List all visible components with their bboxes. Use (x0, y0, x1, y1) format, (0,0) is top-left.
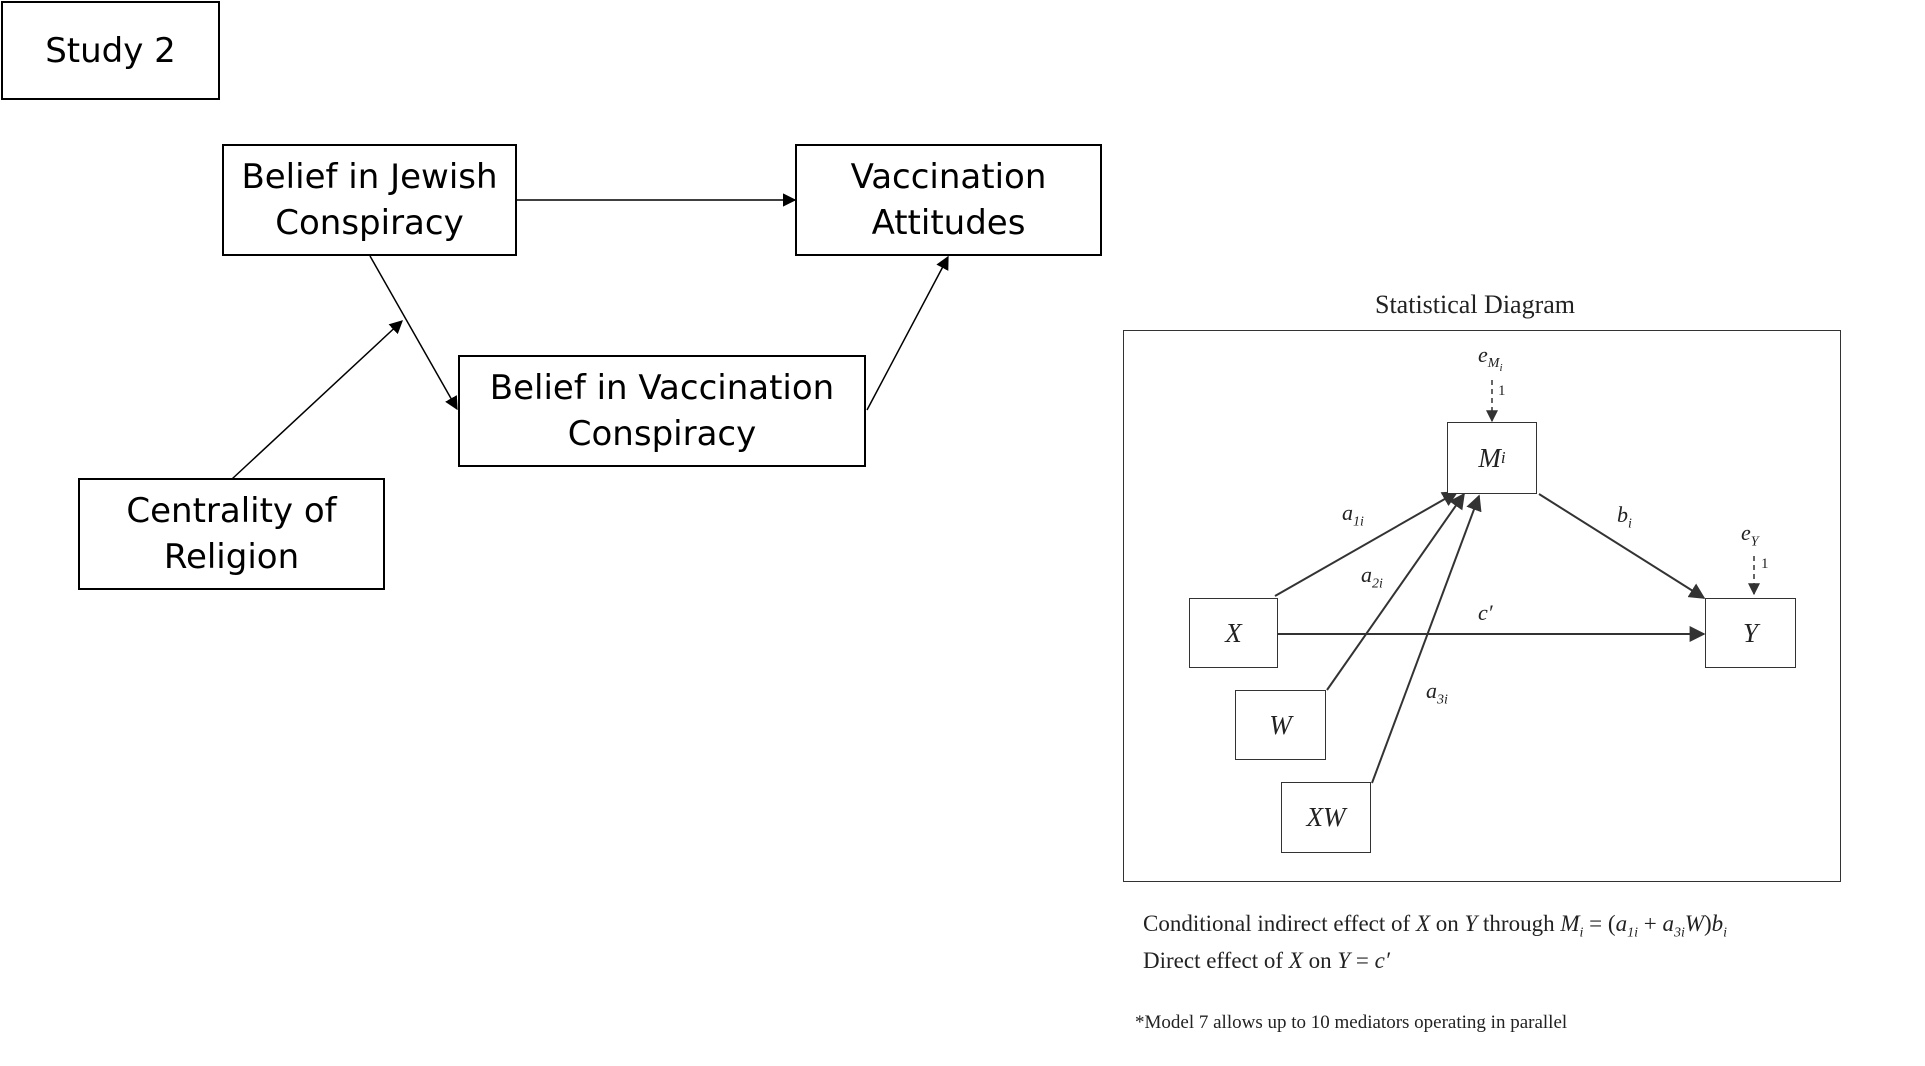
jewish-conspiracy-line-1: Belief in Jewish (241, 157, 498, 197)
path-a2-label: a2i (1361, 562, 1383, 592)
path-a3-arrow (1371, 494, 1482, 784)
y-node: Y (1705, 598, 1796, 668)
arrow-jewish-to-vacc-conspiracy (369, 255, 458, 411)
jewish-conspiracy-line-2: Conspiracy (275, 203, 464, 243)
path-b-label: bi (1617, 502, 1632, 532)
model-footnote: *Model 7 allows up to 10 mediators opera… (1135, 1012, 1568, 1033)
path-c-label: c′ (1478, 600, 1493, 625)
path-a1-arrow (1274, 491, 1459, 597)
direct-effect-caption: Direct effect of X on Y = c′ (1143, 948, 1390, 973)
vaccination-conspiracy-line-2: Conspiracy (567, 414, 757, 454)
path-a1-label: a1i (1342, 500, 1364, 530)
study-label: Study 2 (45, 30, 176, 71)
arrow-religion-moderation (231, 320, 403, 480)
study-label-box: Study 2 (1, 1, 220, 100)
conditional-indirect-effect-caption: Conditional indirect effect of X on Y th… (1143, 911, 1728, 941)
vaccination-attitudes-line-2: Attitudes (871, 203, 1026, 243)
path-a2-arrow (1326, 492, 1465, 691)
centrality-religion-line-1: Centrality of (126, 491, 337, 531)
path-a3-label: a3i (1426, 678, 1448, 708)
error-mediator-weight: 1 (1498, 383, 1506, 399)
statistical-diagram-title: Statistical Diagram (1375, 290, 1576, 319)
vaccination-attitudes-box: Vaccination Attitudes (795, 144, 1102, 256)
vaccination-conspiracy-box: Belief in Vaccination Conspiracy (458, 355, 866, 467)
error-y-label: eY (1741, 520, 1759, 550)
w-node: W (1235, 690, 1326, 760)
statistical-diagram-frame (1123, 330, 1841, 882)
path-b-arrow (1538, 493, 1706, 599)
vaccination-attitudes-line-1: Vaccination (850, 157, 1047, 197)
centrality-religion-box: Centrality of Religion (78, 478, 385, 590)
error-y-weight: 1 (1761, 556, 1769, 572)
x-node: X (1189, 598, 1278, 668)
centrality-religion-line-2: Religion (163, 537, 300, 577)
error-mediator-label: eMi (1478, 342, 1503, 375)
jewish-conspiracy-box: Belief in Jewish Conspiracy (222, 144, 517, 256)
arrow-vacc-conspiracy-to-attitudes (866, 255, 949, 411)
xw-node: XW (1281, 782, 1371, 853)
vaccination-conspiracy-line-1: Belief in Vaccination (489, 368, 835, 408)
